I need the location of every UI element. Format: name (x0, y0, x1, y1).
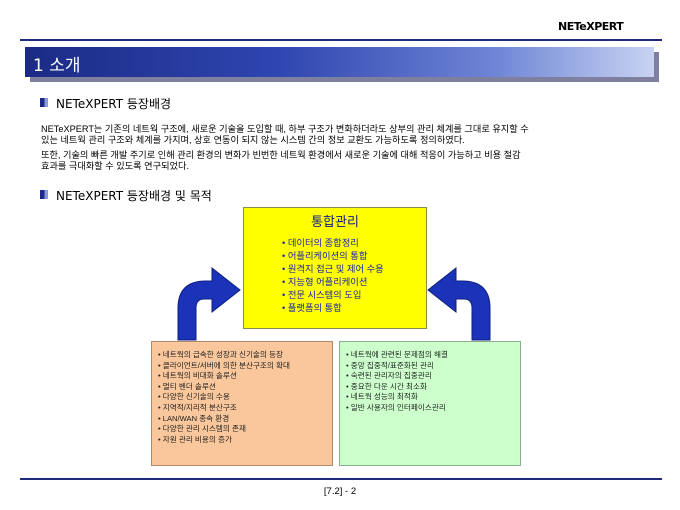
background-factors-list: • 네트웍의 급속한 성장과 신기술의 등장 • 클라이언트/서버에 의한 분산… (158, 350, 290, 445)
list-item: • 데이터의 종합정리 (282, 238, 359, 248)
title-bar: 1 소개 (25, 47, 654, 77)
left-arrow-icon (177, 266, 241, 341)
list-item: • LAN/WAN 종속 환경 (158, 413, 230, 423)
section-heading-purpose: NETeXPERT 등장배경 및 목적 (56, 189, 212, 203)
list-item: • 네트웍에 관련된 문제점의 해결 (346, 350, 448, 359)
paragraph-line: 또한, 기술의 빠른 개발 주기로 인해 관리 환경의 변화가 빈번한 네트웍 … (41, 150, 521, 160)
list-item: • 네트웍의 급속한 성장과 신기술의 등장 (158, 350, 283, 359)
list-item: • 다양한 관리 시스템의 존재 (158, 424, 246, 434)
right-arrow-icon (427, 266, 491, 341)
list-item: • 클라이언트/서버에 의한 분산구조의 확대 (158, 360, 290, 370)
list-item: • 멀티 벤더 솔루션 (158, 381, 216, 391)
integrated-management-title: 통합관리 (311, 215, 359, 230)
list-item: • 일반 사용자의 인터페이스관리 (346, 402, 446, 412)
page-title: 1 소개 (33, 56, 81, 76)
list-item: • 자원 관리 비용의 증가 (158, 434, 232, 444)
integrated-management-list: • 데이터의 종합정리 • 어플리케이션의 통합 • 원격지 접근 및 제어 수… (282, 237, 384, 315)
brand-logo-text: NETeXPERT (558, 20, 624, 33)
section-paragraph-2: 또한, 기술의 빠른 개발 주기로 인해 관리 환경의 변화가 빈번한 네트웍 … (41, 150, 661, 172)
list-item: • 중앙 집중적/표준화된 관리 (346, 360, 434, 370)
paragraph-line: NETeXPERT는 기존의 네트웍 구조에, 새로운 기술을 도입할 때, 하… (41, 124, 529, 134)
integrated-management-box: 통합관리 • 데이터의 종합정리 • 어플리케이션의 통합 • 원격지 접근 및… (243, 207, 427, 329)
section-heading-background: NETeXPERT 등장배경 (56, 97, 172, 111)
list-item: • 플랫폼의 통합 (282, 303, 342, 313)
paragraph-line: 있는 네트웍 관리 구조와 체계를 가지며, 상호 연동이 되지 않는 시스템 … (41, 135, 465, 146)
purpose-box: • 네트웍에 관련된 문제점의 해결 • 중앙 집중적/표준화된 관리 • 숙련… (339, 341, 521, 466)
list-item: • 원격지 접근 및 제어 수용 (282, 264, 384, 274)
list-item: • 어플리케이션의 통합 (282, 251, 368, 261)
list-item: • 숙련된 관리자의 집중관리 (346, 371, 432, 381)
list-item: • 네트웍 성능의 최적화 (346, 392, 418, 402)
section-bullet-icon (40, 190, 48, 199)
section-paragraph-1: NETeXPERT는 기존의 네트웍 구조에, 새로운 기술을 도입할 때, 하… (41, 124, 661, 146)
background-factors-box: • 네트웍의 급속한 성장과 신기술의 등장 • 클라이언트/서버에 의한 분산… (151, 341, 333, 466)
list-item: • 지능형 어플리케이션 (282, 277, 368, 287)
page-number: [7.2] - 2 (323, 486, 357, 497)
bottom-divider (20, 478, 662, 480)
list-item: • 네트웍의 비대화 솔루션 (158, 371, 237, 381)
top-divider (20, 39, 662, 41)
purpose-list: • 네트웍에 관련된 문제점의 해결 • 중앙 집중적/표준화된 관리 • 숙련… (346, 350, 448, 414)
section-bullet-icon (40, 98, 48, 107)
paragraph-line: 효과를 극대화할 수 있도록 연구되었다. (41, 161, 190, 172)
list-item: • 전문 시스템의 도입 (282, 290, 362, 300)
list-item: • 중요한 다운 시간 최소화 (346, 381, 427, 391)
list-item: • 다양한 신기술의 수용 (158, 392, 230, 402)
list-item: • 지역적/지리적 분산구조 (158, 402, 237, 412)
